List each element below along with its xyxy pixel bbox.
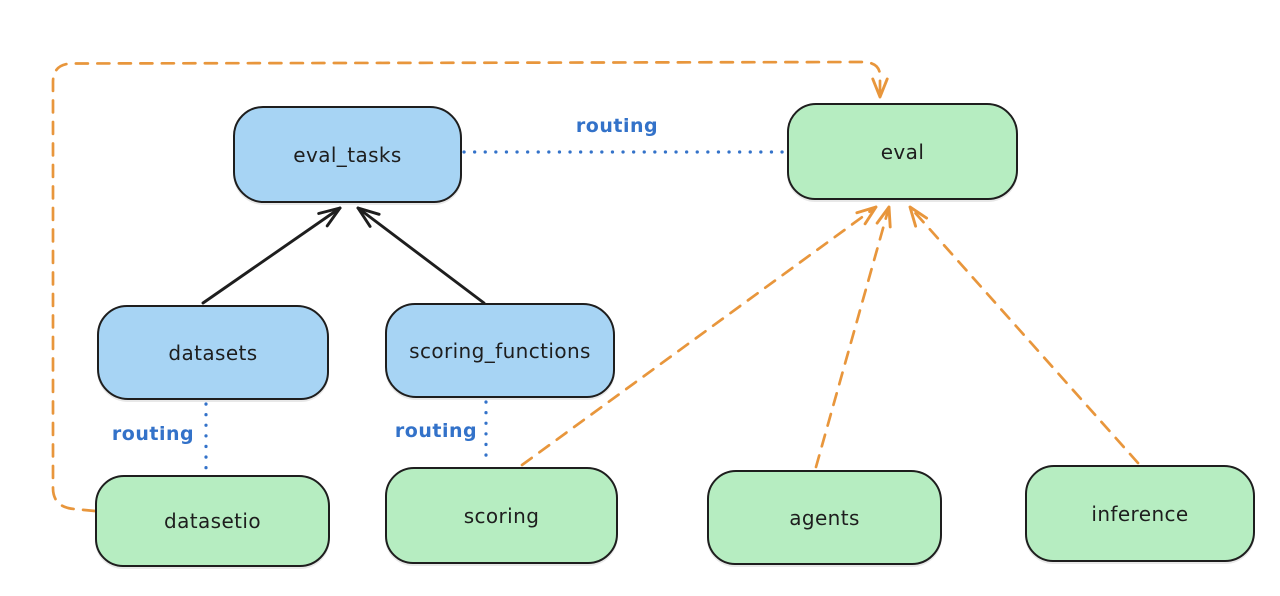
node-eval-label: eval [880,139,925,164]
edge-label-routing-scoringfunctions-scoring: routing [394,420,478,442]
node-eval-tasks: eval_tasks [233,106,462,203]
node-datasetio: datasetio [95,475,330,567]
edge-datasets-to-evaltasks-arrow [201,206,342,305]
edge-label-routing-evaltasks-eval: routing [575,115,659,137]
node-datasets: datasets [97,305,329,400]
edge-scoring-to-eval-dashed-arrow [520,205,878,467]
node-eval: eval [787,103,1018,200]
edge-label-routing-datasets-datasetio: routing [111,423,195,445]
node-datasetio-label: datasetio [163,509,261,533]
edge-scoringfunctions-to-evaltasks-arrow [356,206,486,305]
node-eval-tasks-label: eval_tasks [293,142,402,167]
edge-datasetio-to-eval-around-dashed-arrow [51,60,889,513]
node-datasets-label: datasets [168,340,258,365]
edge-agents-to-eval-dashed-arrow [814,205,892,469]
node-scoring-label: scoring [463,503,540,528]
node-inference-label: inference [1091,501,1189,526]
node-scoring-functions: scoring_functions [385,303,615,398]
node-agents-label: agents [789,505,860,530]
node-scoring: scoring [385,467,618,564]
node-agents: agents [707,470,942,565]
edge-inference-to-eval-dashed-arrow [908,205,1140,465]
node-scoring-functions-label: scoring_functions [409,338,591,363]
node-inference: inference [1025,465,1255,562]
